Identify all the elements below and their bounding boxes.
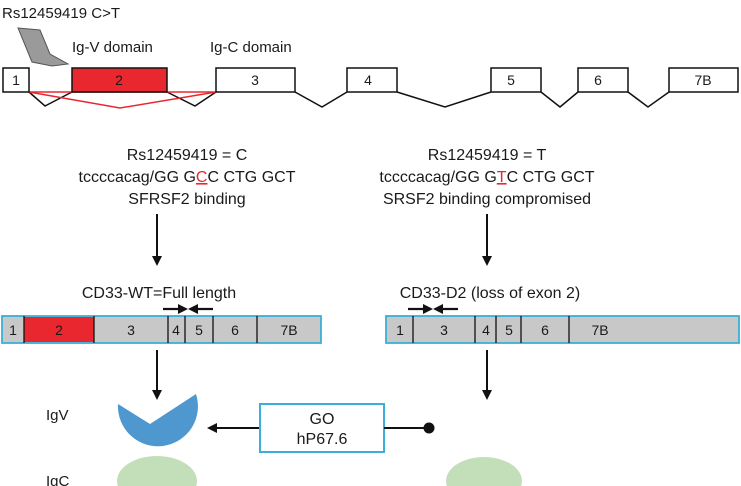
wt-allele-sequence: tccccacag/GG GCC CTG GCT (79, 169, 296, 186)
wt-binding-text: SFRSF2 binding (128, 191, 245, 208)
gene-exon-label: 7B (694, 72, 711, 88)
wt-transcript-label: CD33-WT=Full length (82, 285, 236, 302)
igv-protein-label: IgV (46, 407, 69, 424)
snp-label: Rs12459419 C>T (2, 5, 120, 22)
gene-exon-7b (668, 67, 739, 93)
wt-exon-label: 3 (127, 322, 135, 338)
d2-exon-label: 6 (541, 322, 549, 338)
d2-transcript-label: CD33-D2 (loss of exon 2) (400, 285, 581, 302)
gene-exon-label: 6 (594, 72, 602, 88)
igv-domain-shape (117, 394, 198, 447)
gene-exon-6 (577, 67, 629, 93)
d2-exon-label: 5 (505, 322, 513, 338)
gene-exon-2 (71, 67, 168, 93)
d2-exon-label: 4 (482, 322, 490, 338)
igv-domain-label: Ig-V domain (72, 39, 153, 56)
mut-allele-title: Rs12459419 = T (428, 147, 547, 164)
drug-antibody: hP67.6 (297, 431, 348, 448)
mut-allele-sequence: tccccacag/GG GTC CTG GCT (379, 169, 594, 186)
gene-exon-5 (490, 67, 542, 93)
igc-domain-label: Ig-C domain (210, 39, 292, 56)
drug-box (259, 403, 385, 453)
wt-exon-label: 7B (280, 322, 297, 338)
gene-exon-label: 2 (115, 72, 123, 88)
wt-exon-label: 6 (231, 322, 239, 338)
d2-exon-label: 7B (591, 322, 608, 338)
gene-exons: 1 2 3 4 5 6 7B (2, 67, 739, 93)
igc-protein-label: IgC (46, 473, 70, 486)
d2-bar-outline (385, 315, 740, 344)
inhibition-end-icon (423, 422, 435, 434)
gene-exon-label: 1 (12, 72, 20, 88)
d2-exon-label: 1 (396, 322, 404, 338)
d2-transcript-bar: 1 3 4 5 6 7B (385, 315, 740, 344)
d2-exon-label: 3 (440, 322, 448, 338)
wt-exon-2-block (24, 317, 94, 342)
wt-allele-title: Rs12459419 = C (127, 147, 248, 164)
wt-exon-label: 5 (195, 322, 203, 338)
wt-igc-domain-shape (117, 456, 197, 486)
gene-exon-4 (346, 67, 398, 93)
mut-binding-text: SRSF2 binding compromised (383, 191, 591, 208)
drug-name: GO (310, 411, 335, 428)
d2-igc-domain-shape (446, 457, 522, 486)
gene-exon-label: 3 (251, 72, 259, 88)
wt-exon-label: 4 (172, 322, 180, 338)
gene-exon-1 (2, 67, 30, 93)
wt-transcript-bar: 1 2 3 4 5 6 7B (1, 315, 322, 344)
wt-exon-label: 1 (9, 322, 17, 338)
gene-exon-label: 4 (364, 72, 372, 88)
gene-introns (28, 91, 670, 108)
wt-exon-label: 2 (55, 322, 63, 338)
gene-exon-3 (215, 67, 296, 93)
gene-exon-label: 5 (507, 72, 515, 88)
snp-pointer-icon (17, 27, 70, 67)
